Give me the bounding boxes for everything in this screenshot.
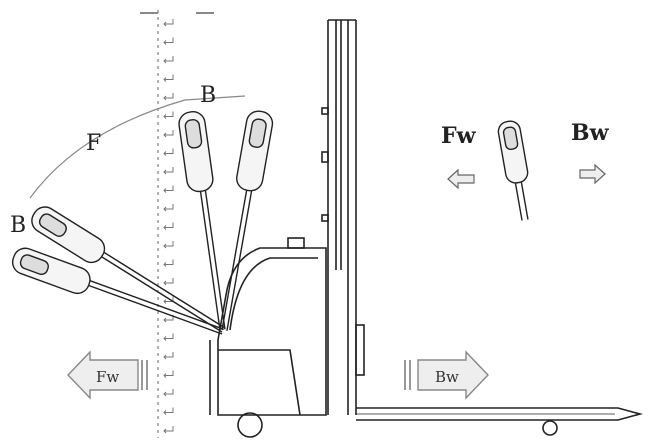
forks (356, 407, 644, 436)
label-fw-box: Fw (96, 368, 119, 386)
return-glyph (163, 389, 174, 397)
return-glyph (163, 370, 174, 378)
return-glyph (163, 37, 174, 45)
label-fw-top: Fw (441, 123, 477, 149)
vertical-reference-line (140, 10, 214, 438)
fw-small-arrow-icon (447, 168, 475, 190)
return-glyph (163, 241, 174, 249)
return-glyph (163, 259, 174, 267)
label-f: F (86, 131, 101, 156)
return-glyph (163, 56, 174, 64)
return-glyph (163, 352, 174, 360)
return-glyph (163, 111, 174, 119)
return-glyph (163, 148, 174, 156)
bw-small-arrow-icon (579, 163, 606, 185)
mast (321, 19, 365, 415)
return-glyph (163, 407, 174, 415)
label-b-top: B (200, 83, 216, 108)
bw-direction-arrow-icon (404, 350, 489, 400)
return-glyph (163, 74, 174, 82)
tiller-handles (11, 110, 274, 335)
return-glyph (163, 426, 174, 434)
tiller-swing-arc (29, 95, 246, 199)
detail-handle (497, 120, 529, 221)
return-glyph (163, 130, 174, 138)
label-bw-box: Bw (435, 368, 459, 386)
return-glyph (163, 93, 174, 101)
label-bw-top: Bw (571, 120, 610, 146)
label-b-left: B (10, 213, 26, 238)
return-glyph (163, 222, 174, 230)
return-glyph (163, 167, 174, 175)
return-glyph (163, 333, 174, 341)
fw-direction-arrow-icon (67, 350, 148, 400)
return-glyph (163, 185, 174, 193)
truck-body (209, 237, 327, 438)
return-glyph (163, 204, 174, 212)
return-glyph (163, 19, 174, 27)
return-glyph (163, 278, 174, 286)
